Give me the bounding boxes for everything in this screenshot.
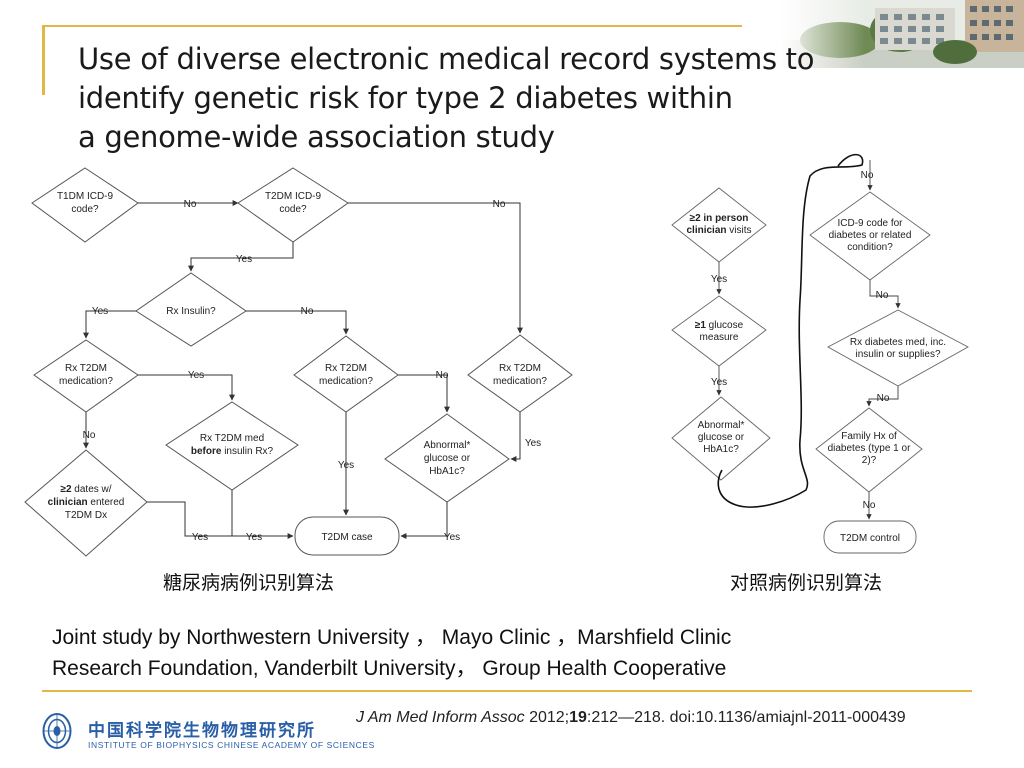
- edge-no-4: No: [436, 370, 449, 381]
- t2dm-icd9-line2: code?: [279, 204, 307, 215]
- campus-building-photo: [780, 0, 1024, 68]
- t2dm-case-label: T2DM case: [321, 532, 373, 543]
- t2dm-icd9-line1: T2DM ICD-9: [265, 191, 322, 202]
- ctrl-edge-no-1: No: [861, 170, 874, 181]
- glucose-measure-decision: [671, 295, 767, 367]
- abnormal-glucose-line2: glucose or: [424, 453, 471, 464]
- citation-year: 2012;: [524, 709, 570, 726]
- ctrl-edge-yes-1: Yes: [711, 274, 727, 285]
- icd9-related-line1: ICD-9 code for: [837, 218, 903, 229]
- edge-yes-1: Yes: [236, 254, 252, 265]
- rx-supplies-line2: insulin or supplies?: [855, 349, 940, 360]
- bottom-accent-rule: [42, 690, 972, 692]
- edge-yes-5: Yes: [338, 460, 354, 471]
- edge-yes-2: Yes: [92, 306, 108, 317]
- rx-t2dm-med-left-line2: medication?: [59, 376, 113, 387]
- dates-clinician-line1: ≥2 dates w/: [60, 484, 111, 495]
- rx-supplies-decision: [827, 309, 969, 387]
- slide-title: Use of diverse electronic medical record…: [78, 40, 815, 157]
- edge-yes-8: Yes: [444, 532, 460, 543]
- icd9-related-line2: diabetes or related: [829, 230, 912, 241]
- control-algorithm-labels: ≥2 in person clinician visits ≥1 glucose…: [686, 170, 946, 544]
- edge-yes-6: Yes: [192, 532, 208, 543]
- t1dm-icd9-line2: code?: [71, 204, 99, 215]
- edge-no-3: No: [301, 306, 314, 317]
- case-algorithm-connectors: [83, 200, 523, 539]
- ctrl-edge-no-3: No: [877, 393, 890, 404]
- institute-logo-icon: [42, 713, 72, 749]
- dates-clinician-line2: clinician entered: [48, 497, 125, 508]
- ctrl-edge-no-2: No: [876, 290, 889, 301]
- abnormal-glucose-ctrl-line2: glucose or: [698, 432, 745, 443]
- edge-no-5: No: [83, 430, 96, 441]
- edge-yes-3: Yes: [188, 370, 204, 381]
- institute-name-cn: 中国科学院生物物理研究所: [88, 721, 316, 741]
- abnormal-glucose-ctrl-line3: HbA1c?: [703, 444, 739, 455]
- rx-t2dm-med-mid-line2: medication?: [319, 376, 373, 387]
- family-hx-line2: diabetes (type 1 or: [828, 443, 911, 454]
- study-note-line-2: Research Foundation, Vanderbilt Universi…: [52, 657, 727, 680]
- study-note-line-1: Joint study by Northwestern University ，…: [52, 626, 732, 649]
- glucose-measure-line1: ≥1 glucose: [695, 320, 744, 331]
- abnormal-glucose-ctrl-decision: [671, 396, 771, 481]
- glucose-measure-line2: measure: [700, 332, 739, 343]
- title-line-1: Use of diverse electronic medical record…: [78, 42, 815, 76]
- rx-insulin-decision: [135, 272, 247, 347]
- citation: J Am Med Inform Assoc 2012;19:212—218. d…: [356, 709, 906, 727]
- citation-pages-doi: :212—218. doi:10.1136/amiajnl-2011-00043…: [586, 709, 906, 726]
- rx-before-insulin-line2: before insulin Rx?: [191, 446, 274, 457]
- citation-volume: 19: [569, 709, 587, 726]
- study-note: Joint study by Northwestern University ，…: [52, 622, 982, 684]
- control-algorithm-caption: 对照病例识别算法: [730, 572, 883, 594]
- rx-supplies-line1: Rx diabetes med, inc.: [850, 337, 946, 348]
- dates-clinician-line3: T2DM Dx: [65, 510, 107, 521]
- t1dm-icd9-line1: T1DM ICD-9: [57, 191, 114, 202]
- rx-t2dm-med-right-line2: medication?: [493, 376, 547, 387]
- abnormal-glucose-line3: HbA1c?: [429, 466, 465, 477]
- control-algorithm-connectors: [716, 160, 901, 520]
- t1dm-icd9-decision: [31, 167, 139, 243]
- t2dm-control-label: T2DM control: [840, 533, 900, 544]
- ctrl-edge-no-4: No: [863, 500, 876, 511]
- hand-drawn-bracket: [717, 153, 864, 508]
- algorithm-flowcharts: T1DM ICD-9 code? T2DM ICD-9 code? Rx Ins…: [24, 153, 969, 557]
- family-hx-line3: 2)?: [862, 455, 877, 466]
- abnormal-glucose-ctrl-line1: Abnormal*: [698, 420, 745, 431]
- rx-insulin-label: Rx Insulin?: [166, 306, 216, 317]
- case-algorithm-caption: 糖尿病病例识别算法: [163, 572, 335, 594]
- visits-line1: ≥2 in person: [690, 213, 749, 224]
- top-accent-rule: [42, 25, 742, 27]
- abnormal-glucose-line1: Abnormal*: [424, 440, 471, 451]
- edge-yes-7: Yes: [246, 532, 262, 543]
- icd9-related-line3: condition?: [847, 242, 893, 253]
- institute-name-en: INSTITUTE OF BIOPHYSICS CHINESE ACADEMY …: [88, 740, 375, 750]
- control-algorithm-flowchart: [671, 187, 969, 554]
- left-accent-rule: [42, 25, 45, 95]
- edge-yes-4: Yes: [525, 438, 541, 449]
- case-algorithm-labels: T1DM ICD-9 code? T2DM ICD-9 code? Rx Ins…: [48, 191, 548, 543]
- dates-clinician-decision: [24, 449, 148, 557]
- rx-t2dm-med-right-line1: Rx T2DM: [499, 363, 541, 374]
- t2dm-control-terminal: [823, 520, 917, 554]
- rx-t2dm-med-mid-decision: [293, 335, 399, 413]
- title-line-2: identify genetic risk for type 2 diabete…: [78, 81, 733, 115]
- rx-t2dm-med-left-line1: Rx T2DM: [65, 363, 107, 374]
- visits-line2: clinician visits: [686, 225, 751, 236]
- case-algorithm-flowchart: [24, 167, 573, 557]
- rx-t2dm-med-mid-line1: Rx T2DM: [325, 363, 367, 374]
- ctrl-edge-yes-2: Yes: [711, 377, 727, 388]
- rx-before-insulin-line1: Rx T2DM med: [200, 433, 264, 444]
- citation-journal: J Am Med Inform Assoc: [356, 709, 525, 726]
- edge-no-2: No: [493, 199, 506, 210]
- family-hx-line1: Family Hx of: [841, 431, 897, 442]
- edge-no-1: No: [184, 199, 197, 210]
- title-line-3: a genome-wide association study: [78, 120, 555, 154]
- t2dm-case-terminal: [294, 516, 400, 556]
